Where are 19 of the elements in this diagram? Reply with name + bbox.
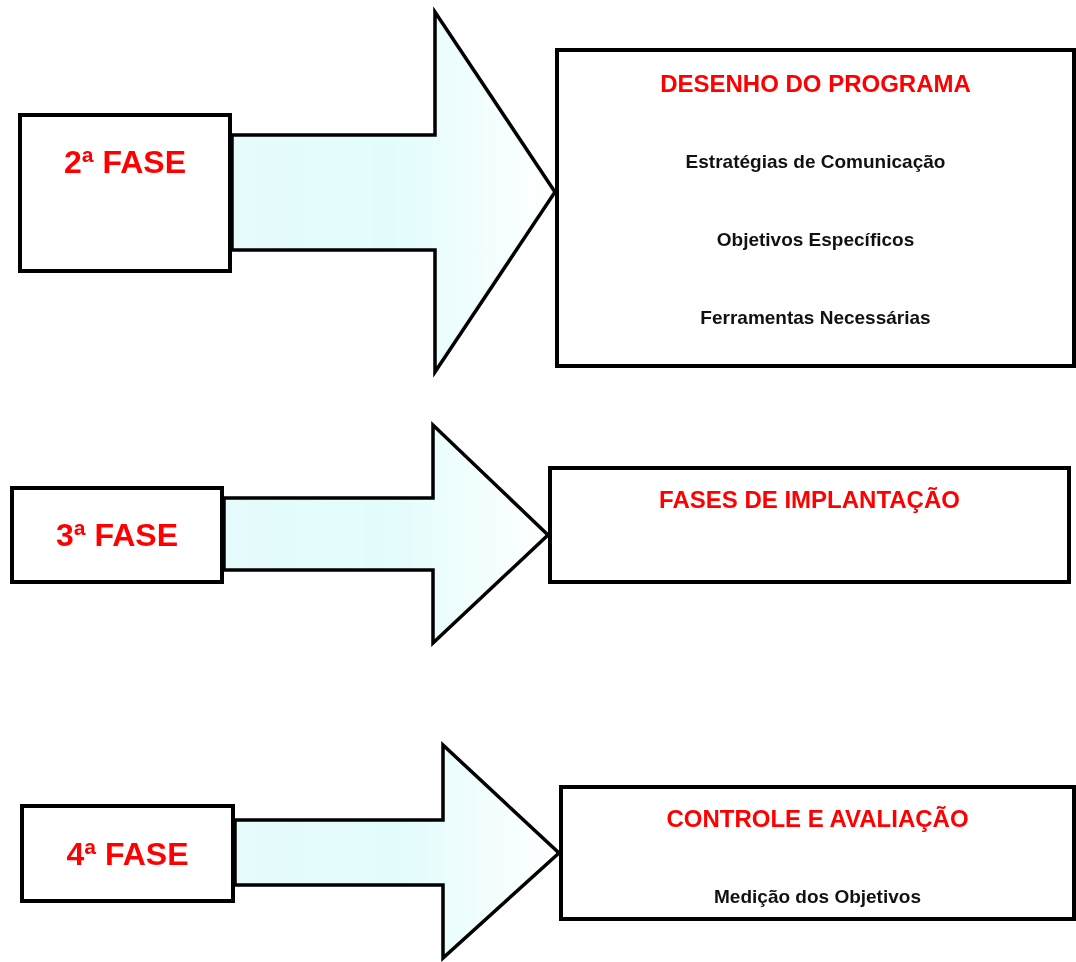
item-text: Ferramentas Necessárias <box>700 307 931 329</box>
phase-label: 3ª FASE <box>55 516 179 554</box>
section-heading: CONTROLE E AVALIAÇÃO <box>666 805 969 833</box>
content-box <box>559 785 1076 921</box>
phase-box <box>20 804 235 903</box>
section-heading: DESENHO DO PROGRAMA <box>660 70 971 98</box>
phase-label: 4ª FASE <box>66 834 189 873</box>
phase-label: 2ª FASE <box>63 143 187 181</box>
block-arrow <box>230 6 558 378</box>
phase-box <box>10 486 224 584</box>
content-box <box>548 466 1071 584</box>
section-heading: FASES DE IMPLANTAÇÃO <box>659 486 960 514</box>
block-arrow <box>222 420 551 648</box>
block-arrow <box>233 740 562 962</box>
content-box <box>555 48 1076 368</box>
item-text: Medição dos Objetivos <box>714 886 921 908</box>
phase-box <box>18 113 232 273</box>
item-text: Objetivos Específicos <box>716 229 915 251</box>
item-text: Estratégias de Comunicação <box>685 151 946 173</box>
